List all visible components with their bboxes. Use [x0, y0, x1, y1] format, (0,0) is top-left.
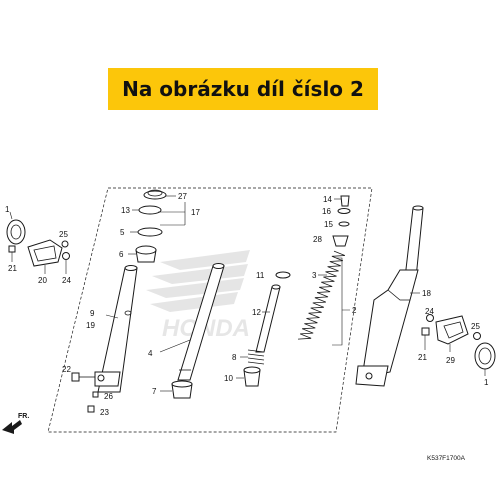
bolt-part-21-left — [8, 245, 16, 262]
callout-22: 22 — [62, 365, 71, 374]
damper-rod-part-12 — [255, 284, 281, 353]
washer-part-16 — [337, 208, 351, 214]
fork-slider-part-18 — [355, 269, 420, 387]
callout-14: 14 — [323, 195, 332, 204]
callout-13: 13 — [121, 206, 130, 215]
nut-part-25-left — [61, 240, 69, 248]
nut-part-24-left — [62, 252, 70, 274]
nut-part-24-right — [426, 314, 434, 322]
callout-1: 1 — [5, 205, 10, 214]
callout-2: 2 — [352, 306, 357, 315]
callout-25: 25 — [471, 322, 480, 331]
piece-part-10 — [236, 366, 261, 387]
callout-3: 3 — [312, 271, 317, 280]
spring-group-bracket-part-2 — [332, 257, 350, 346]
assembly-frame — [47, 187, 373, 433]
callout-1: 1 — [484, 378, 489, 387]
callout-19: 19 — [86, 321, 95, 330]
callout-25: 25 — [59, 230, 68, 239]
inner-tube-right — [404, 205, 424, 279]
callout-24: 24 — [425, 307, 434, 316]
part-number-banner: Na obrázku díl číslo 2 — [108, 68, 378, 110]
callout-4: 4 — [148, 349, 153, 358]
callout-8: 8 — [232, 353, 237, 362]
callout-9: 9 — [90, 309, 95, 318]
reflector-part-29 — [435, 315, 469, 352]
cap-part-1-left — [6, 211, 26, 245]
callout-23: 23 — [100, 408, 109, 417]
dust-seal-part-17 — [158, 202, 186, 226]
washer-part-15 — [338, 221, 350, 227]
fork-slider-part-9 — [94, 265, 138, 393]
callout-27: 27 — [178, 192, 187, 201]
callout-21: 21 — [418, 353, 427, 362]
callout-28: 28 — [313, 235, 322, 244]
ring-part-13 — [132, 205, 162, 215]
front-direction-label: FR. — [18, 413, 29, 420]
callout-20: 20 — [38, 276, 47, 285]
bolt-part-22 — [71, 372, 95, 382]
screw-part-26 — [92, 391, 99, 398]
callout-26: 26 — [104, 392, 113, 401]
callout-10: 10 — [224, 374, 233, 383]
callout-6: 6 — [119, 250, 124, 259]
callout-11: 11 — [256, 271, 265, 280]
fork-cap-part-27 — [143, 189, 176, 200]
callout-5: 5 — [120, 228, 125, 237]
callout-17: 17 — [191, 208, 200, 217]
callout-18: 18 — [422, 289, 431, 298]
front-direction-marker: FR. — [2, 413, 29, 434]
callout-16: 16 — [322, 207, 331, 216]
callout-29: 29 — [446, 356, 455, 365]
cap-part-1-right — [474, 342, 496, 376]
callout-21: 21 — [8, 264, 17, 273]
ring-part-11 — [275, 271, 291, 279]
spring-part-8 — [240, 349, 265, 365]
washer-part-23 — [87, 405, 95, 413]
front-direction-arrow-icon — [2, 420, 22, 434]
fork-pipe-part-4 — [159, 263, 225, 381]
bolt-part-14 — [334, 195, 350, 207]
piston-part-7 — [160, 380, 193, 399]
callout-24: 24 — [62, 276, 71, 285]
washer-part-28 — [332, 235, 349, 247]
bushing-part-6 — [128, 245, 157, 263]
nut-part-25-right — [473, 332, 481, 340]
callout-15: 15 — [324, 220, 333, 229]
callout-12: 12 — [252, 308, 261, 317]
reflector-part-20 — [27, 239, 63, 274]
bolt-part-21-right — [421, 327, 430, 350]
banner-text: Na obrázku díl číslo 2 — [122, 77, 364, 101]
seal-part-5 — [130, 227, 163, 237]
callout-7: 7 — [152, 387, 157, 396]
fork-spring-part-3 — [297, 250, 346, 340]
diagram-code: K537F1700A — [427, 455, 466, 462]
